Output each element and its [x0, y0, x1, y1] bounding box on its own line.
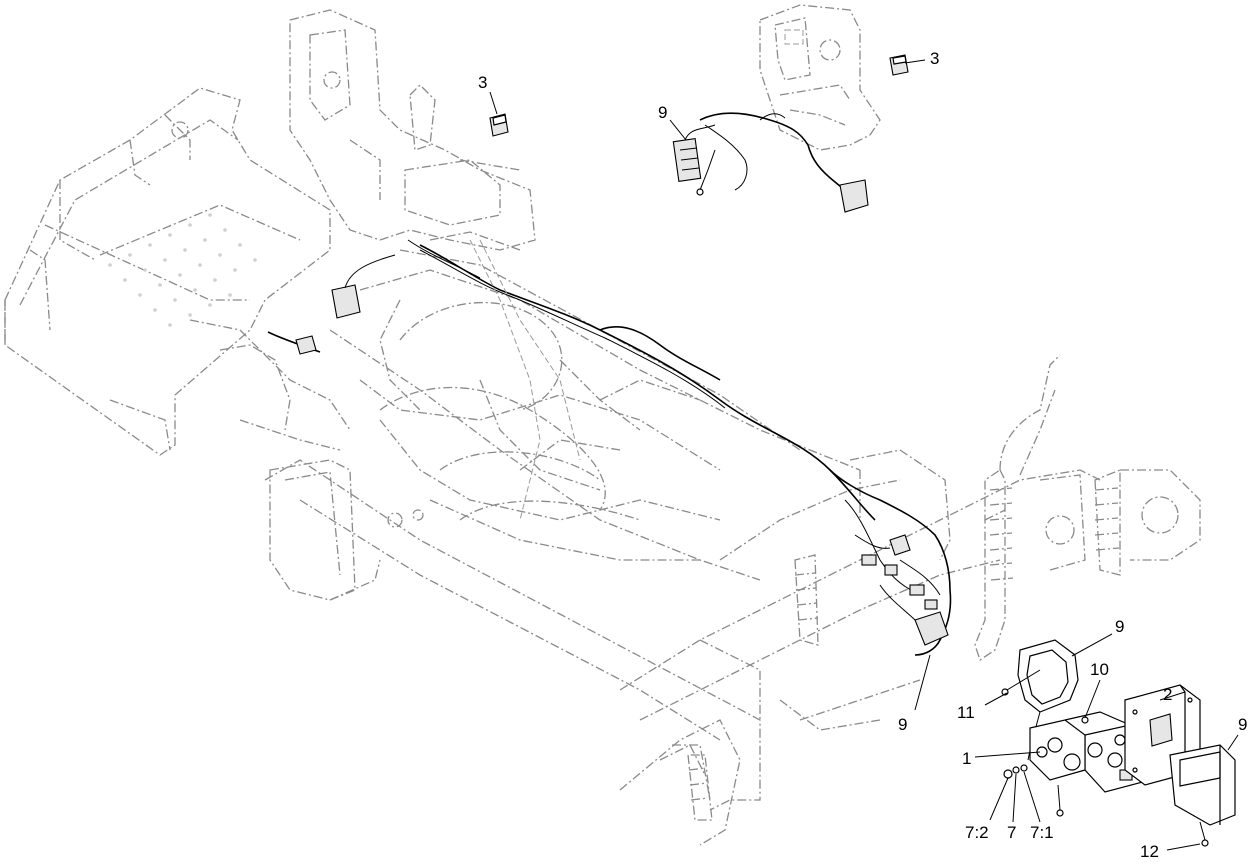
inset-harness: [672, 112, 869, 213]
callout-3-inset: 3: [930, 49, 939, 68]
floor-perforations: [108, 213, 257, 327]
callout-11: 11: [957, 703, 975, 722]
callout-7: 7: [1007, 823, 1016, 842]
part-9-cover: [1169, 744, 1236, 847]
callout-9-gasket: 9: [1115, 617, 1124, 636]
vehicle-frame-ghost: [4, 9, 1201, 846]
wire-harness: [267, 239, 952, 656]
part-3-switch-inset: [889, 54, 909, 76]
callout-9-harness: 9: [898, 715, 907, 734]
callout-7-2: 7:2: [965, 823, 989, 842]
callout-9-cover: 9: [1238, 715, 1247, 734]
callout-7-1: 7:1: [1030, 823, 1054, 842]
callout-2: 2: [1163, 685, 1172, 704]
inset-dash-console: [759, 4, 881, 151]
callout-1: 1: [962, 749, 971, 768]
leader-lines: [489, 59, 1239, 851]
callout-10: 10: [1090, 660, 1109, 679]
part-3-switch: [489, 113, 509, 137]
callout-labels: 3 3 9 9 9 9 10 11 2 1 7:2 7 7:1 12: [478, 49, 1247, 861]
part-9-gasket: [1017, 639, 1079, 761]
part-7-fittings: [1003, 764, 1064, 817]
callout-3-main: 3: [478, 73, 487, 92]
callout-12: 12: [1140, 842, 1159, 861]
callout-9-inset: 9: [658, 103, 667, 122]
